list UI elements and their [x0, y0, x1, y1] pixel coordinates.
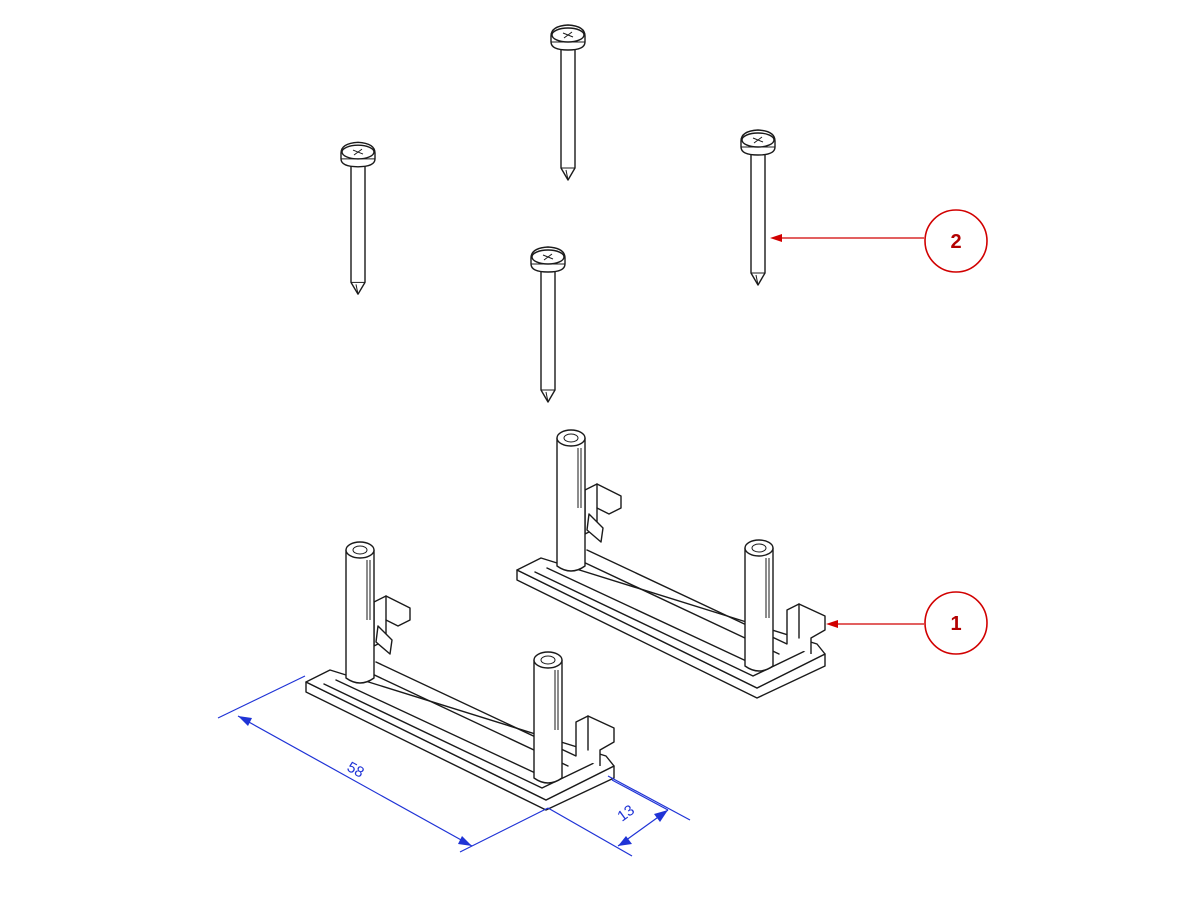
- dimension-width-label: 13: [614, 802, 637, 826]
- screw-top-center: [550, 24, 586, 181]
- dimension-length-label: 58: [344, 759, 367, 782]
- callout-base: 1: [826, 591, 988, 655]
- base-part-upper: [516, 429, 826, 699]
- callout-base-number: 1: [950, 613, 961, 635]
- screw-right: [740, 129, 776, 286]
- screw-middle: [530, 246, 566, 403]
- dimension-length: 58: [217, 675, 549, 853]
- callout-screw-number: 2: [950, 231, 961, 253]
- screw-left: [340, 141, 376, 295]
- dimension-width: 13: [547, 775, 691, 857]
- callout-screw: 2: [770, 209, 988, 273]
